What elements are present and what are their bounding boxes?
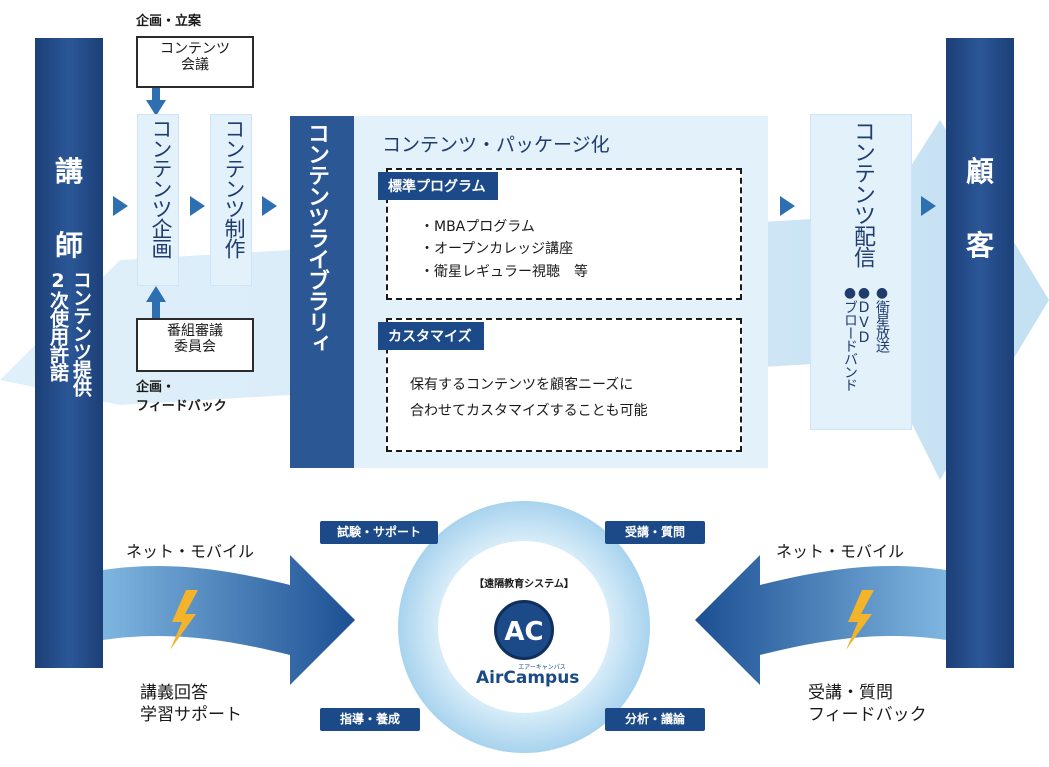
cycle-tag-guidance: 指導・養成 — [320, 708, 420, 731]
left-net-mobile-label: ネット・モバイル — [126, 542, 255, 561]
left-response-line-2: 学習サポート — [140, 705, 242, 725]
customize-tag: カスタマイズ — [378, 322, 484, 350]
standard-item: ・衛星レギュラー視聴 等 — [420, 264, 588, 280]
plan-feedback-label: 企画・ フィードバック — [136, 378, 227, 416]
instructor-char-1: 講 — [54, 155, 83, 188]
standard-item: ・MBAプログラム — [420, 219, 535, 235]
committee-line-1: 番組審議 — [167, 323, 223, 339]
arrow-down-icon — [146, 100, 166, 116]
plan-feedback-line-1: 企画・ — [136, 380, 176, 395]
instructor-char-2: 師 — [54, 229, 83, 262]
delivery-item: ●ブロードバンド — [842, 285, 858, 391]
content-package-panel: コンテンツ・パッケージ化 標準プログラム ・MBAプログラム ・オープンカレッジ… — [354, 116, 768, 468]
customer-pillar: 顧 客 — [946, 38, 1014, 668]
delivery-item: ●衛星放送 — [874, 285, 890, 352]
arrow-right-icon — [113, 196, 128, 216]
content-planning-label: コンテンツ企画 — [149, 118, 173, 258]
aircampus-ruby: エアーキャンパス — [518, 664, 566, 671]
standard-item: ・オープンカレッジ講座 — [420, 241, 574, 257]
standard-program-tag: 標準プログラム — [378, 172, 498, 200]
arrow-right-icon — [921, 196, 936, 216]
content-library-bar: コンテンツライブラリィ — [290, 116, 354, 468]
cycle-tag-exam-support: 試験・サポート — [320, 521, 438, 544]
system-label: 【遠隔教育システム】 — [474, 579, 574, 590]
arrow-right-icon — [262, 196, 277, 216]
customer-char-1: 顧 — [965, 155, 994, 188]
aircampus-logo: AC — [494, 600, 554, 660]
arrow-right-icon — [780, 196, 795, 216]
right-flow-arrow — [695, 555, 946, 685]
content-delivery-title: コンテンツ配信 — [850, 120, 875, 267]
meeting-line-1: コンテンツ — [160, 41, 230, 57]
program-committee-box: 番組審議 委員会 — [136, 318, 254, 372]
content-production-label: コンテンツ制作 — [222, 118, 246, 258]
customize-line: 合わせてカスタマイズすることも可能 — [410, 403, 648, 419]
content-package-title: コンテンツ・パッケージ化 — [382, 134, 610, 156]
cycle-tag-analysis: 分析・議論 — [605, 708, 705, 731]
content-production-box — [210, 114, 252, 286]
right-lightning-icon — [846, 590, 874, 650]
content-meeting-box: コンテンツ 会議 — [136, 36, 254, 88]
right-feedback-line-1: 受講・質問 — [808, 683, 893, 703]
meeting-line-2: 会議 — [181, 57, 209, 73]
content-delivery-box — [810, 114, 912, 430]
cycle-tag-attend-question: 受講・質問 — [605, 521, 705, 544]
left-flow-arrow — [103, 555, 355, 685]
customer-char-2: 客 — [965, 229, 994, 262]
plan-proposal-label: 企画・立案 — [136, 14, 202, 29]
plan-feedback-line-2: フィードバック — [136, 399, 227, 414]
arrow-up-icon — [146, 286, 166, 302]
content-library-label: コンテンツライブラリィ — [304, 122, 329, 353]
left-response-label: 講義回答 学習サポート — [140, 682, 242, 726]
right-net-mobile-label: ネット・モバイル — [776, 542, 905, 561]
left-response-line-1: 講義回答 — [140, 683, 208, 703]
instructor-pillar: 講 師 コンテンツ提供 2次使用許諾 — [35, 38, 103, 668]
instructor-sub-license: 2次使用許諾 — [47, 270, 69, 381]
aircampus-brand: AirCampus — [476, 668, 580, 688]
right-feedback-line-2: フィードバック — [808, 705, 927, 725]
delivery-item: ●DVD — [856, 285, 872, 345]
right-feedback-label: 受講・質問 フィードバック — [808, 682, 927, 726]
left-lightning-icon — [170, 590, 198, 650]
committee-line-2: 委員会 — [174, 339, 216, 355]
customize-line: 保有するコンテンツを顧客ニーズに — [410, 377, 634, 393]
content-planning-box — [137, 114, 179, 286]
instructor-sub-provide: コンテンツ提供 — [70, 270, 92, 396]
arrow-right-icon — [190, 196, 205, 216]
